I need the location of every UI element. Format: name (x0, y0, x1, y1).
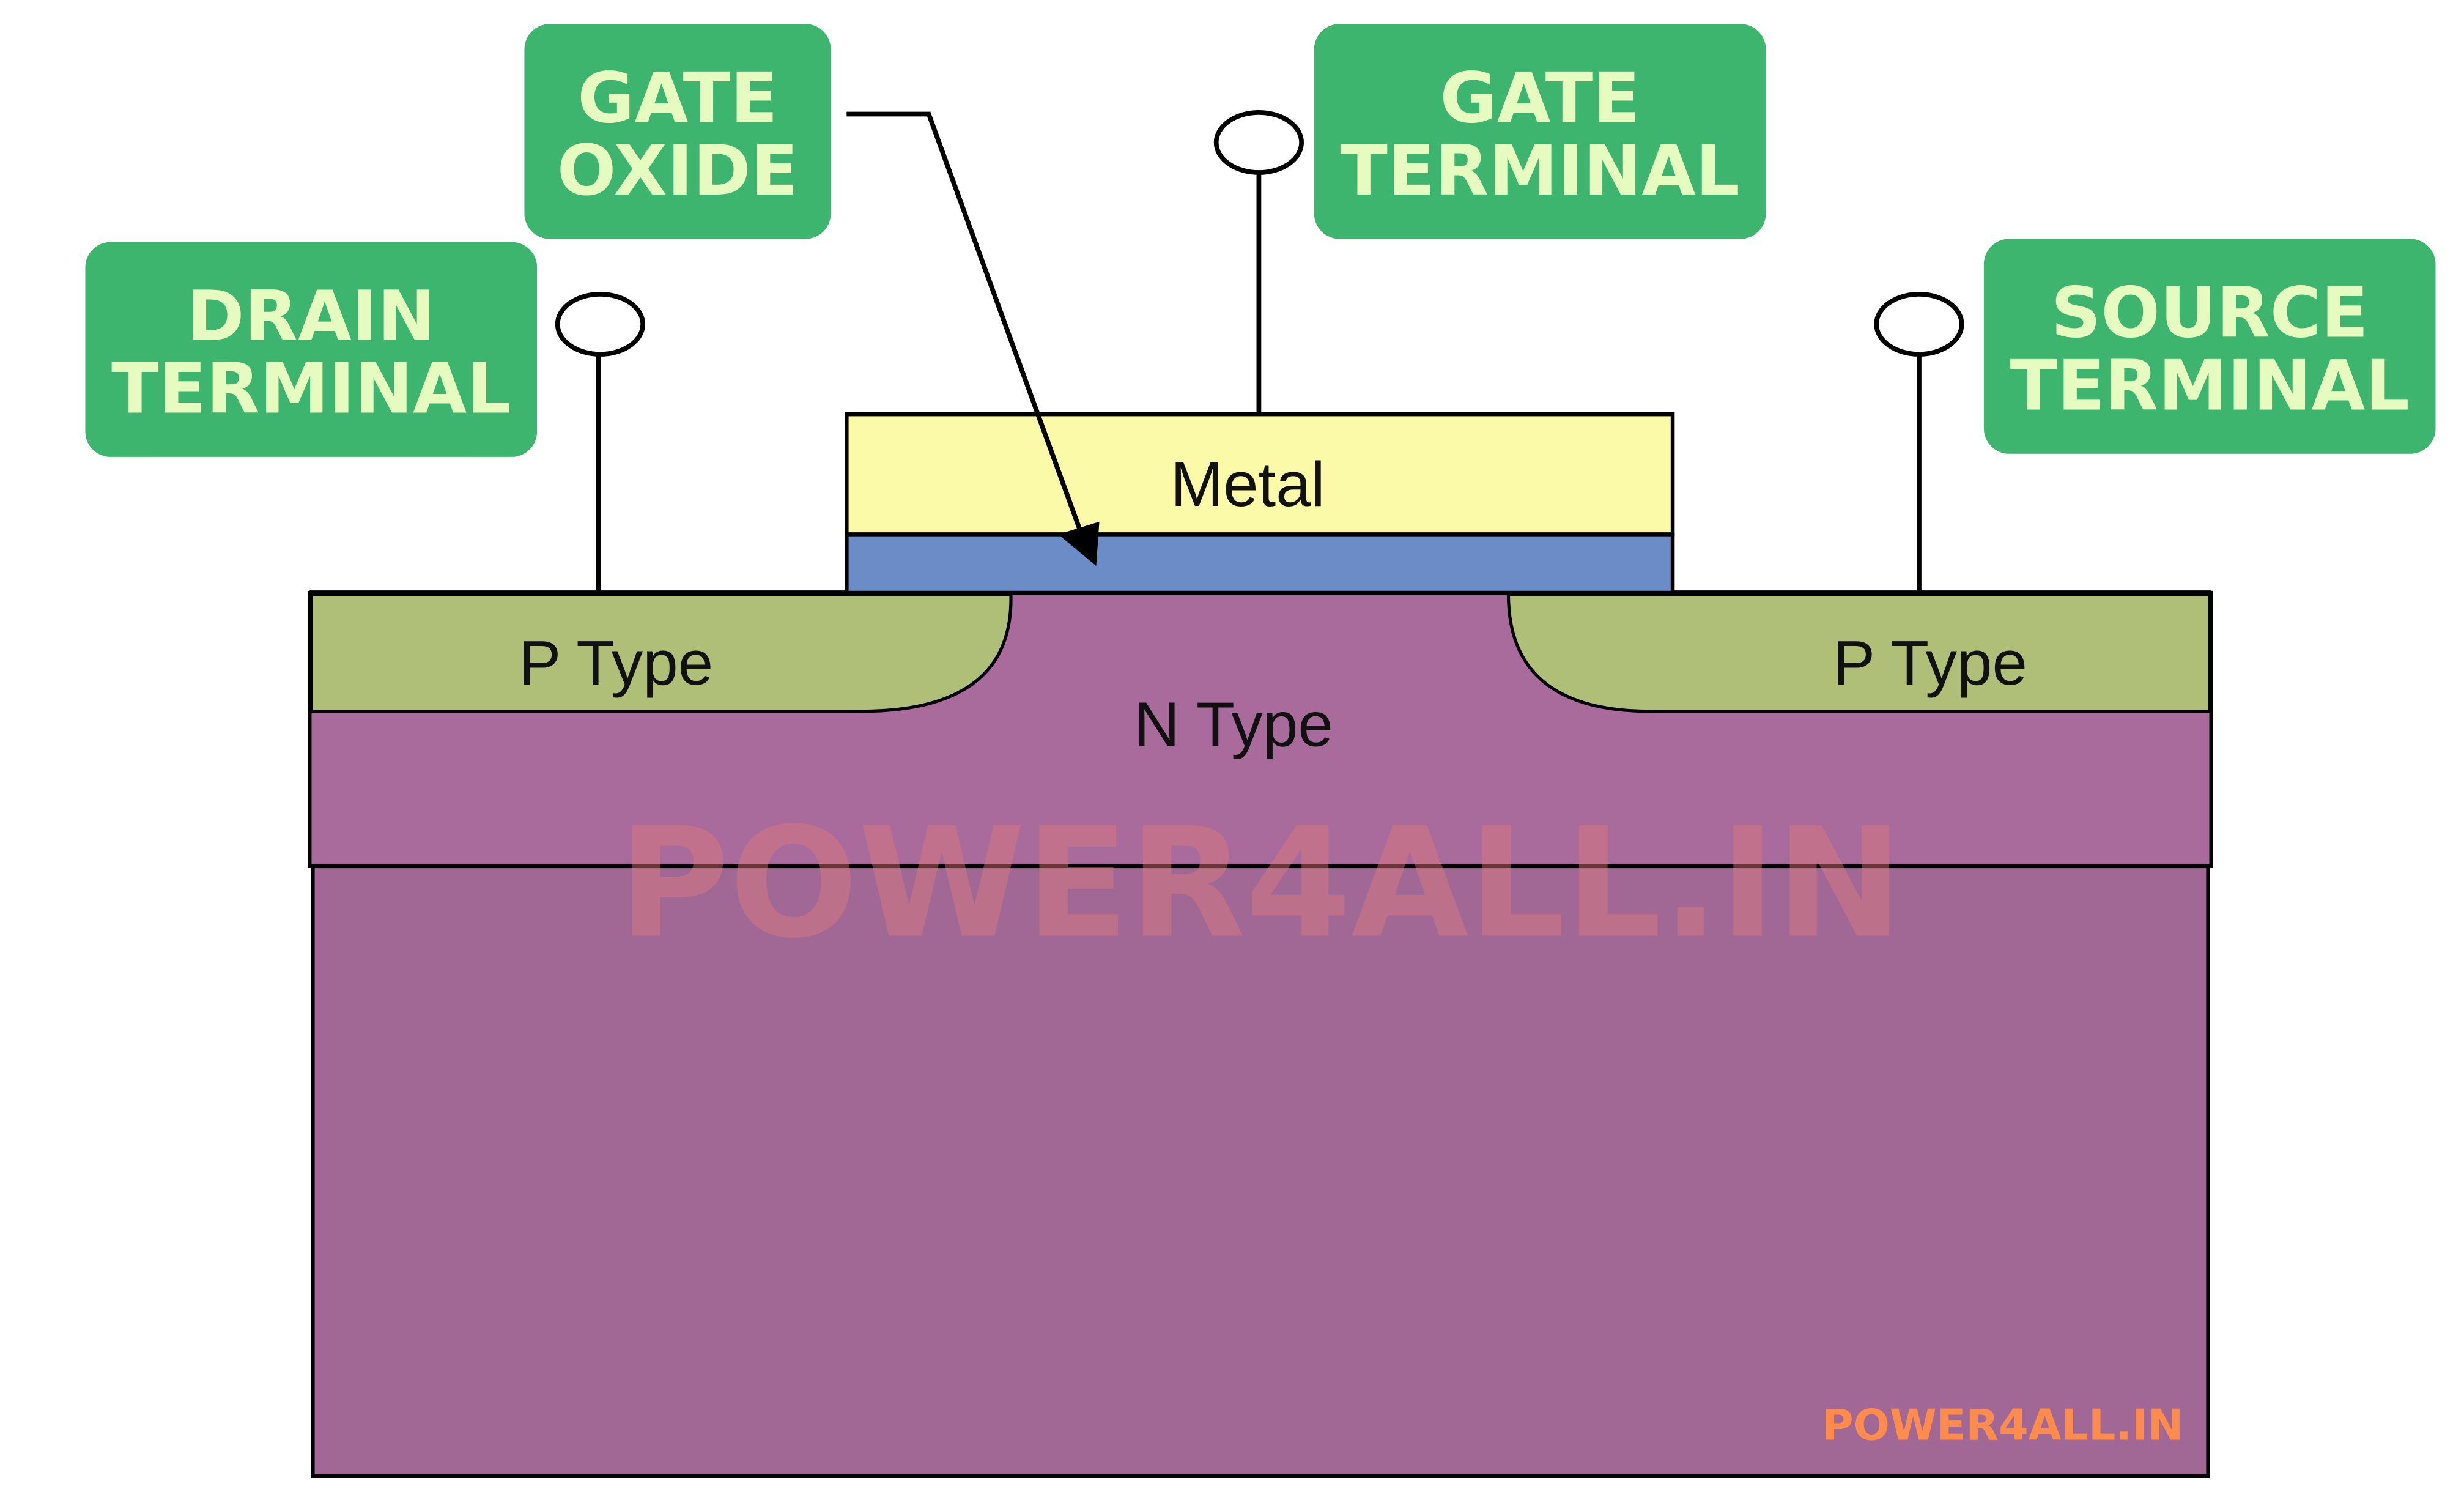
svg-text:GATE: GATE (577, 58, 778, 138)
substrate (311, 864, 2210, 1478)
gate-oxide-label: GATE OXIDE (524, 24, 831, 239)
drain-terminal-icon (555, 292, 646, 593)
svg-text:TERMINAL: TERMINAL (111, 349, 511, 429)
source-terminal-label: SOURCE TERMINAL (1983, 239, 2436, 454)
metal-label: Metal (1171, 448, 1325, 519)
p-type-left-region (309, 593, 1013, 713)
svg-text:GATE: GATE (1440, 58, 1640, 138)
watermark: POWER4ALL.IN (618, 795, 1903, 971)
metal-layer (845, 412, 1675, 537)
source-terminal-icon (1874, 292, 1964, 593)
gate-oxide-arrow-icon (846, 111, 1100, 566)
n-type-label: N Type (1134, 689, 1333, 760)
svg-text:OXIDE: OXIDE (557, 130, 798, 211)
svg-text:DRAIN: DRAIN (187, 276, 435, 357)
drain-terminal-label: DRAIN TERMINAL (85, 242, 538, 457)
svg-text:TERMINAL: TERMINAL (2010, 345, 2409, 426)
p-type-left-label: P Type (519, 627, 713, 698)
gate-terminal-icon (1213, 110, 1304, 415)
gate-oxide-layer (845, 532, 1675, 595)
p-type-right-label: P Type (1833, 627, 2027, 698)
svg-text:SOURCE: SOURCE (2051, 273, 2369, 354)
gate-terminal-label: GATE TERMINAL (1314, 24, 1766, 239)
p-type-right-region (1506, 593, 2211, 713)
svg-text:TERMINAL: TERMINAL (1340, 130, 1739, 211)
footer-brand: POWER4ALL.IN (1822, 1400, 2184, 1450)
